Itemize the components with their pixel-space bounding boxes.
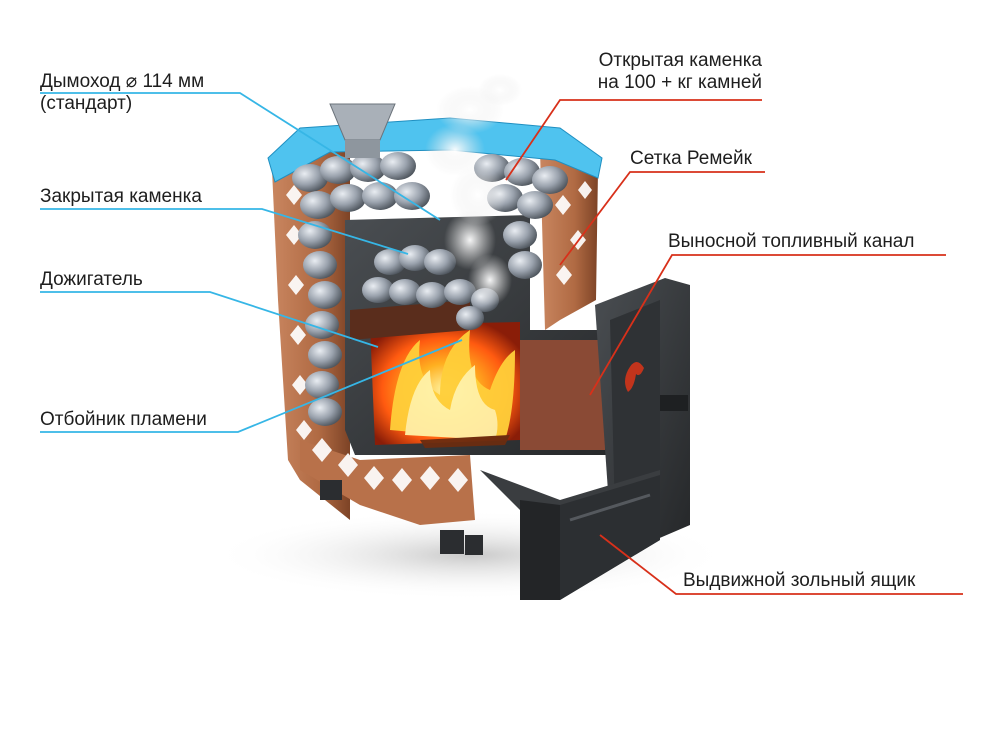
label-open-heater: Открытая каменка на 100 + кг камней <box>598 50 762 94</box>
label-fuel-channel-text: Выносной топливный канал <box>668 231 915 252</box>
leader-closed-heater <box>40 208 409 255</box>
label-closed-heater-text: Закрытая каменка <box>40 186 202 207</box>
label-ash-drawer-text: Выдвижной зольный ящик <box>683 570 916 591</box>
label-ash-drawer: Выдвижной зольный ящик <box>683 570 915 592</box>
label-flame-deflector-text: Отбойник пламени <box>40 409 207 430</box>
leader-fuel-channel <box>589 254 946 396</box>
label-afterburner-text: Дожигатель <box>40 269 143 290</box>
leader-mesh <box>559 171 765 266</box>
open-heater-stones <box>292 152 568 426</box>
label-closed-heater: Закрытая каменка <box>40 186 202 208</box>
label-open-heater-sub: на 100 + кг камней <box>597 72 762 93</box>
stove-feet <box>320 480 483 555</box>
label-open-heater-text: Открытая каменка <box>598 50 762 71</box>
ash-drawer <box>480 470 660 600</box>
label-chimney-sub: (стандарт) <box>40 93 133 114</box>
leader-lines-red <box>505 99 963 595</box>
steam <box>425 74 522 306</box>
leader-open-heater <box>505 99 762 181</box>
closed-heater-stones <box>362 245 499 330</box>
leader-flame-deflector <box>40 339 463 433</box>
label-mesh-text: Сетка Ремейк <box>630 148 752 169</box>
label-mesh: Сетка Ремейк <box>630 148 752 170</box>
leader-ash-drawer <box>599 534 963 595</box>
leader-lines-blue <box>40 92 463 433</box>
label-chimney: Дымоход ⌀ 114 мм (стандарт) <box>40 71 204 115</box>
leader-afterburner <box>40 291 379 348</box>
chimney <box>329 103 396 158</box>
label-flame-deflector: Отбойник пламени <box>40 409 207 431</box>
label-fuel-channel: Выносной топливный канал <box>668 231 914 253</box>
flames <box>390 330 515 448</box>
label-afterburner: Дожигатель <box>40 269 143 291</box>
leader-chimney <box>40 92 441 221</box>
label-chimney-text: Дымоход ⌀ 114 мм <box>40 71 205 92</box>
fuel-channel-door <box>595 278 690 540</box>
